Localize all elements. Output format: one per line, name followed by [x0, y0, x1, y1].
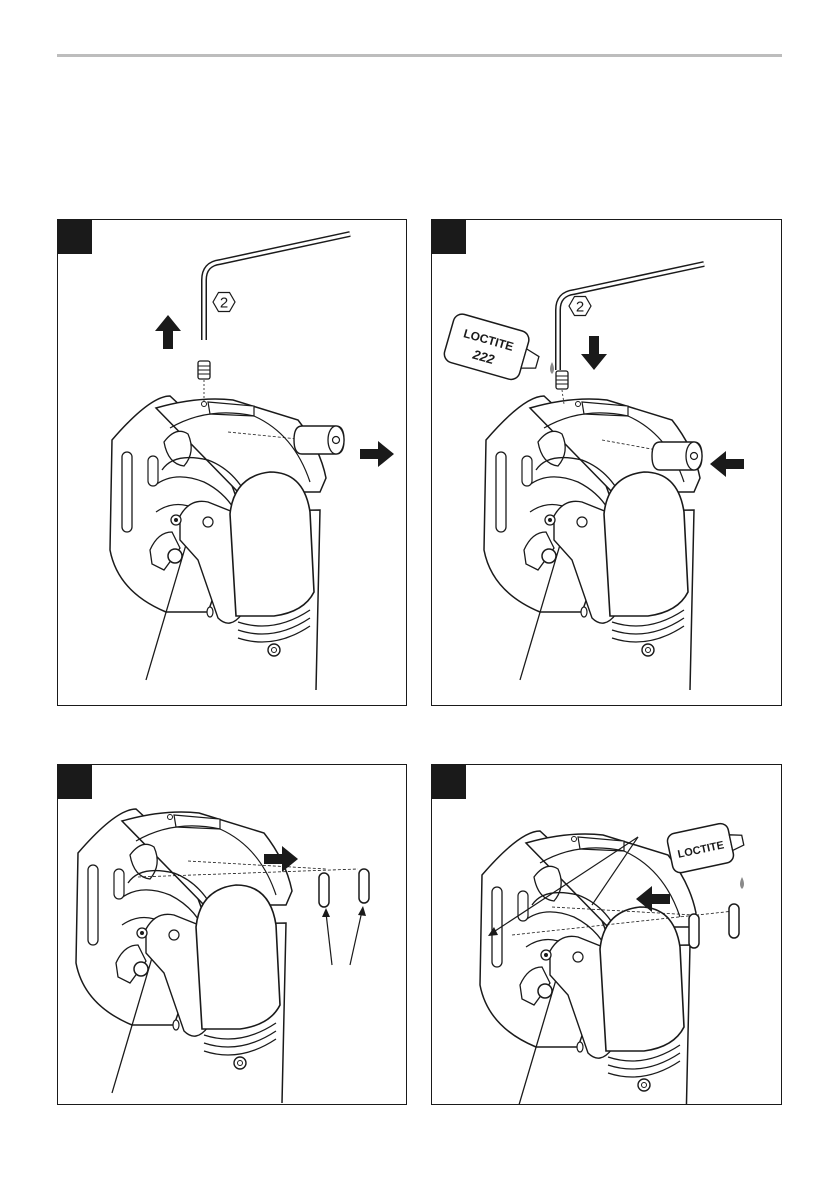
hex-size-label: 2 [220, 295, 228, 312]
down-arrow-icon [581, 336, 607, 370]
step-panel-insert-pin: 2 LOCTITE 222 [431, 219, 782, 706]
up-arrow-icon [155, 315, 181, 349]
step-panel-remove-bushings [57, 764, 407, 1105]
hex-size-label: 2 [576, 299, 584, 316]
bushing-icon [319, 873, 329, 907]
bushing-icon [359, 869, 369, 903]
knee-illustration [58, 765, 407, 1105]
bushing-icon [689, 914, 699, 948]
knee-illustration: 2 [58, 220, 407, 706]
hex-size-badge: 2 [569, 297, 591, 316]
pivot-pin-icon [652, 442, 702, 470]
hex-size-badge: 2 [213, 293, 235, 312]
left-arrow-icon [710, 451, 744, 477]
top-divider-rule [57, 54, 782, 57]
step-panel-remove-pin: 2 [57, 219, 407, 706]
glue-drop-icon [550, 362, 554, 374]
hex-key-icon [558, 264, 704, 370]
set-screw-icon [556, 371, 568, 389]
set-screw-icon [198, 361, 210, 379]
loctite-bottle-icon: LOCTITE 222 [442, 312, 544, 385]
bushing-icon [729, 904, 739, 938]
hex-key-icon [204, 234, 350, 340]
right-arrow-icon [360, 441, 394, 467]
step-panel-install-bushings: LOCTITE [431, 764, 782, 1105]
loctite-bottle-icon: LOCTITE [666, 820, 747, 875]
pivot-pin-icon [294, 426, 344, 454]
glue-drop-icon [740, 877, 744, 889]
knee-illustration: LOCTITE [432, 765, 782, 1105]
knee-illustration: 2 LOCTITE 222 [432, 220, 782, 706]
